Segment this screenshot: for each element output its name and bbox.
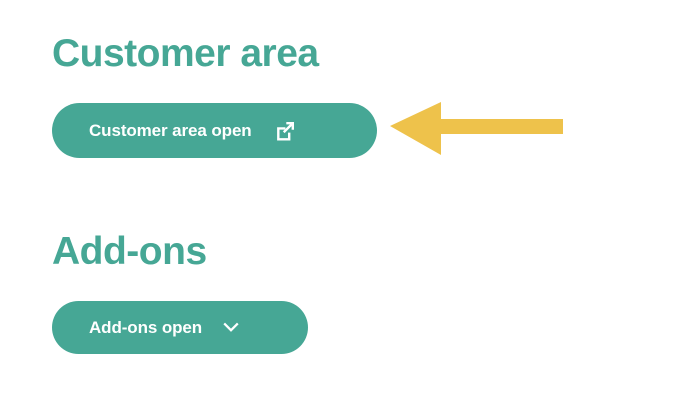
customer-area-open-button[interactable]: Customer area open [52, 103, 377, 158]
customer-area-open-button-label: Customer area open [89, 120, 252, 140]
annotation-arrow-icon [390, 102, 563, 155]
external-link-icon [274, 120, 296, 142]
page-title-add-ons: Add-ons [52, 230, 207, 273]
add-ons-open-button-label: Add-ons open [89, 317, 203, 337]
chevron-down-icon [222, 321, 240, 335]
add-ons-open-button[interactable]: Add-ons open [52, 301, 308, 354]
page-title-customer-area: Customer area [52, 32, 319, 75]
